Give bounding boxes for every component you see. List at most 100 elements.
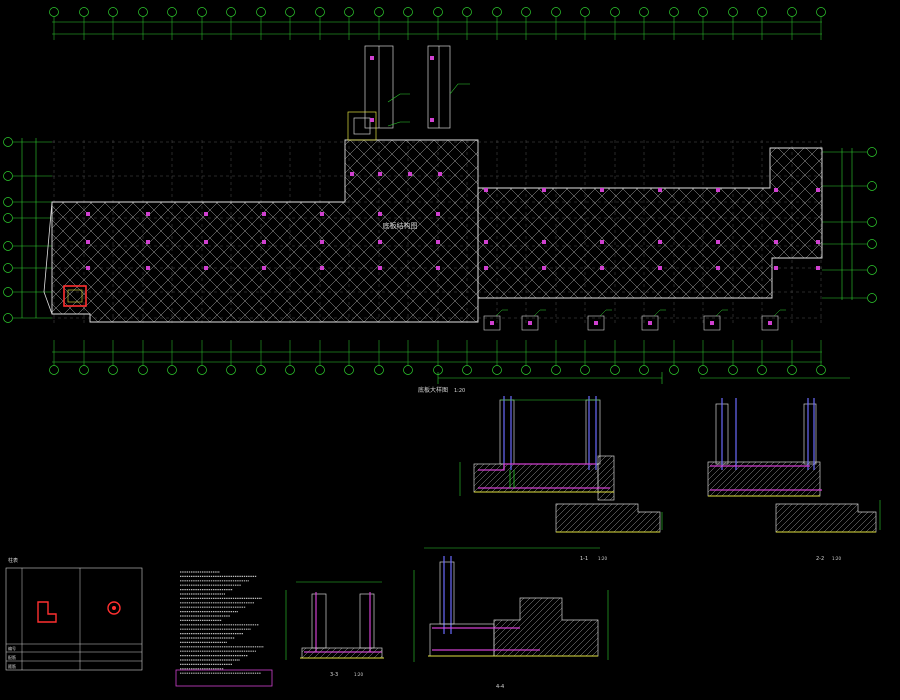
bottom-axis-bubble (816, 365, 826, 375)
left-axis-bubble (3, 213, 13, 223)
column-marker (816, 188, 820, 192)
column-schedule-table[interactable] (5, 567, 143, 671)
bottom-axis-bubble (344, 365, 354, 375)
top-axis-bubble (285, 7, 295, 17)
column-marker (430, 56, 434, 60)
plan-label: 底板结构图 (383, 221, 418, 230)
bottom-axis-bubble (79, 365, 89, 375)
column-marker (350, 172, 354, 176)
foundation-slab-right[interactable] (477, 147, 823, 299)
pit-outline (587, 315, 605, 331)
bottom-axis-bubble (49, 365, 59, 375)
column-marker (438, 172, 442, 176)
general-notes (180, 571, 264, 674)
column-marker (600, 266, 604, 270)
pit-outline (521, 315, 539, 331)
pit-column (710, 321, 714, 325)
right-axis-group (822, 147, 877, 303)
top-axis-bubble (551, 7, 561, 17)
bottom-axis-bubble (787, 365, 797, 375)
bottom-axis-bubble (167, 365, 177, 375)
column-marker (378, 240, 382, 244)
column-marker (600, 188, 604, 192)
special-column-marker[interactable] (63, 285, 87, 307)
column-marker (436, 240, 440, 244)
bottom-axis-bubble (462, 365, 472, 375)
pit-leader (533, 309, 546, 317)
pit-outline (761, 315, 779, 331)
top-axis-bubble (49, 7, 59, 17)
top-axis-bubble (580, 7, 590, 17)
column-marker (430, 118, 434, 122)
column-marker (320, 266, 324, 270)
column-marker (542, 240, 546, 244)
top-axis-bubble (639, 7, 649, 17)
top-axis-bubble (138, 7, 148, 17)
column-marker (146, 240, 150, 244)
top-axis-bubble (698, 7, 708, 17)
top-axis-bubble (226, 7, 236, 17)
column-marker (716, 240, 720, 244)
pit-column (648, 321, 652, 325)
section-3-3-scale: 1:20 (354, 672, 363, 677)
column-marker (716, 266, 720, 270)
section-1-1-scale: 1:20 (598, 556, 607, 561)
column-marker (408, 172, 412, 176)
column-marker (262, 266, 266, 270)
section-4-4[interactable]: 4-4 (413, 547, 609, 690)
column-marker (204, 212, 208, 216)
bottom-axis-bubble (226, 365, 236, 375)
top-axis-bubble (728, 7, 738, 17)
section-1-1[interactable]: 1-1 1:20 (437, 372, 663, 562)
top-axis-bubble (256, 7, 266, 17)
right-axis-bubble (867, 181, 877, 191)
pit-column (528, 321, 532, 325)
special-column-inner (67, 289, 83, 303)
pit-column (768, 321, 772, 325)
foundation-slab-left[interactable] (51, 139, 479, 323)
bottom-axis-bubble (757, 365, 767, 375)
pit-column (490, 321, 494, 325)
bottom-axis-bubble (256, 365, 266, 375)
top-axis-bubble (610, 7, 620, 17)
bottom-axis-bubble (108, 365, 118, 375)
pit-outline (483, 315, 501, 331)
column-marker (436, 212, 440, 216)
shaft-leader-lines (387, 83, 470, 127)
legend-row-label-1: 编号 (8, 645, 16, 651)
details-title: 底板大样图 (418, 386, 448, 394)
top-axis-bubble (787, 7, 797, 17)
top-axis-group (49, 7, 826, 40)
column-marker (378, 266, 382, 270)
column-marker (370, 118, 374, 122)
top-axis-bubble (197, 7, 207, 17)
top-axis-bubble (344, 7, 354, 17)
top-axis-bubble (167, 7, 177, 17)
column-marker (816, 266, 820, 270)
bottom-axis-bubble (138, 365, 148, 375)
bottom-axis-bubble (728, 365, 738, 375)
column-marker (370, 56, 374, 60)
legend-row-label-3: 箍筋 (8, 663, 16, 669)
top-axis-bubble (521, 7, 531, 17)
bottom-axis-bubble (610, 365, 620, 375)
bottom-axis-bubble (315, 365, 325, 375)
bottom-axis-bubble (197, 365, 207, 375)
left-axis-bubble (3, 171, 13, 181)
column-marker (204, 266, 208, 270)
column-marker (484, 188, 488, 192)
legend-row-label-2: 配筋 (8, 654, 16, 660)
stair-shaft[interactable] (347, 45, 451, 141)
column-marker (542, 188, 546, 192)
top-axis-bubble (108, 7, 118, 17)
section-3-3[interactable]: 3-3 1:20 (285, 581, 384, 678)
section-2-2[interactable]: 2-2 1:20 (700, 377, 881, 562)
bottom-axis-bubble (698, 365, 708, 375)
right-axis-bubble (867, 239, 877, 249)
top-axis-bubble (757, 7, 767, 17)
pit-leader (599, 309, 612, 317)
left-axis-group (3, 137, 52, 323)
column-marker (816, 240, 820, 244)
column-marker (716, 188, 720, 192)
